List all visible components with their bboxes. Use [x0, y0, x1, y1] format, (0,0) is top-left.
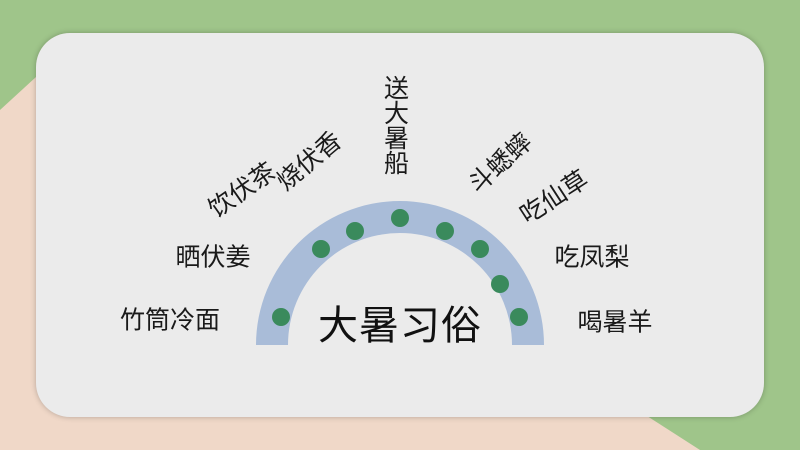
arch-dot [491, 275, 509, 293]
arch [256, 201, 544, 345]
diagram-title: 大暑习俗 [318, 303, 482, 349]
arch-dot [312, 240, 330, 258]
arch-dot [391, 209, 409, 227]
arch-dot [272, 308, 290, 326]
arch-dot [471, 240, 489, 258]
custom-label: 吃凤梨 [554, 242, 630, 272]
custom-label: 喝暑羊 [577, 307, 653, 337]
arch-dot [346, 222, 364, 240]
custom-label: 送大暑船 [380, 75, 410, 175]
arch-dot [510, 308, 528, 326]
arch-dot [436, 222, 454, 240]
custom-label: 竹筒冷面 [119, 305, 221, 335]
custom-label: 晒伏姜 [175, 242, 251, 272]
